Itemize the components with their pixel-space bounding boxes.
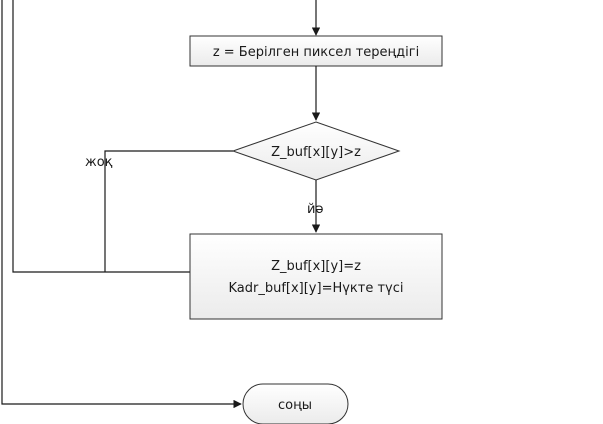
process-box-depth	[189, 35, 443, 67]
arrow-into-end-terminal	[1, 0, 242, 409]
branch-no-label: жоқ	[85, 155, 113, 170]
branch-no-line	[104, 150, 233, 272]
terminal-end-label: соңы	[278, 398, 312, 413]
process-box-update-line2: Kadr_buf[x][y]=Нүкте түсі	[228, 281, 403, 296]
terminal-end	[242, 383, 349, 424]
decision-label: Z_buf[x][y]>z	[271, 145, 361, 160]
loop-back-line-inner	[12, 0, 190, 273]
process-box-update-line1: Z_buf[x][y]=z	[271, 259, 361, 274]
branch-yes-label: йә	[307, 202, 323, 217]
process-box-update	[189, 233, 443, 320]
process-box-depth-label: z = Берілген пиксел тереңдігі	[213, 45, 419, 60]
